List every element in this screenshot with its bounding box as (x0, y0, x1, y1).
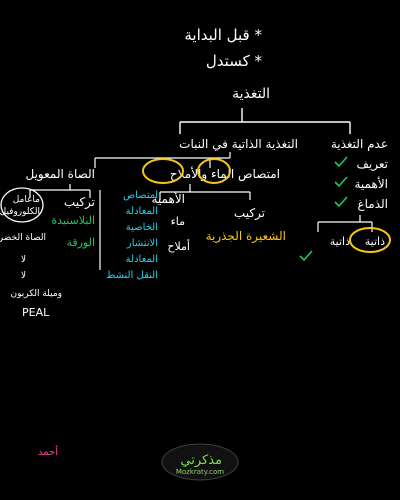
water-circle-highlight (197, 158, 231, 184)
importance-salts: أملاح (167, 239, 190, 253)
importance-node: الأهمية (152, 191, 186, 206)
cyan-item-4: الانتشار (126, 238, 158, 249)
left-sub-4: لا (21, 255, 26, 265)
left-sub-3: الصاة الخضراء (0, 233, 46, 243)
cyan-item-5: المعادلة (126, 254, 158, 265)
check-icons (334, 156, 348, 208)
middle-connector (94, 152, 231, 168)
cyan-item-3: الخاصية (126, 222, 158, 233)
watermark-arabic: مذكرتي (180, 453, 222, 468)
node-non-nutrition: عدم التغذية (331, 137, 388, 151)
formula-label: PEAL (22, 306, 50, 319)
right-item-importance: الأهمية (355, 176, 389, 191)
watermark-latin: Mozkraty.com (176, 468, 224, 476)
root-connector (179, 108, 351, 134)
right-item-process: الذماغ (357, 197, 388, 211)
cyan-item-2: المعادلة (126, 206, 158, 217)
left-structure: تركيب (64, 195, 95, 210)
right-sub-self: ذاتية (365, 235, 385, 248)
left-item-leaf: الورقة (66, 236, 95, 249)
watermark-logo: مذكرتي Mozkraty.com (161, 443, 239, 481)
left-item-plastid: البلاستيدة (51, 214, 95, 227)
left-sub-5: لا (21, 271, 26, 281)
left-title: الصاة المعويل (26, 167, 96, 182)
cyan-item-6: النقل النشط (106, 270, 158, 281)
right-split-connector (317, 215, 373, 232)
absorption-split (159, 184, 251, 200)
chlorophyll-circle (0, 187, 44, 223)
node-self-nutrition: التغذية الذاتية في النبات (179, 137, 298, 151)
right-sub-check (299, 250, 313, 262)
left-sub-1: ماعامل (13, 195, 40, 205)
absorption-structure: تركيب (234, 206, 265, 221)
cyan-item-1: امتصاص (123, 190, 158, 201)
root-hair-item: الشعيرة الجذرية (206, 229, 286, 244)
signature: أحمد (38, 445, 58, 458)
root-node: التغذية (232, 86, 270, 102)
right-sub-left: ذاتية (330, 235, 350, 248)
left-split (29, 184, 91, 198)
header-line-1: * قبل البداية (184, 26, 262, 44)
importance-water: ماء (171, 215, 186, 228)
left-sub-2: الكلوروفيل (0, 207, 40, 217)
left-sub-6: وميلة الكربون (11, 289, 63, 299)
self-circle-highlight (349, 227, 391, 253)
right-item-definition: تعريف (356, 157, 388, 172)
header-line-2: * كستدل (206, 52, 263, 70)
salts-circle-highlight (142, 158, 184, 184)
